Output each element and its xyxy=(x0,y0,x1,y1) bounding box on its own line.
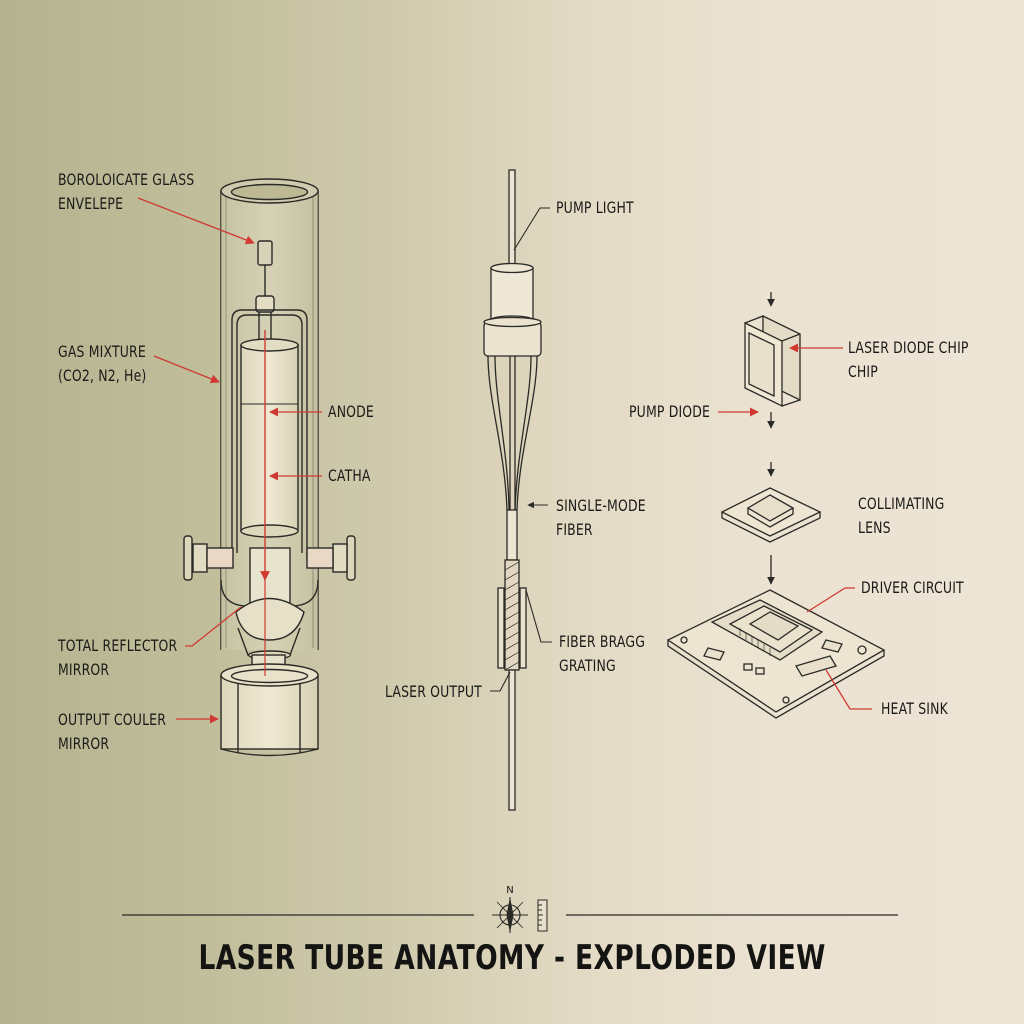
label-line: ANODE xyxy=(328,402,374,421)
label-pump-diode: PUMP DIODE xyxy=(629,400,710,424)
label-line: LENS xyxy=(858,518,891,537)
leader-total-reflector xyxy=(185,606,242,647)
label-line: MIRROR xyxy=(58,660,110,679)
label-line: PUMP DIODE xyxy=(629,402,711,421)
label-gas-mixture: GAS MIXTURE (CO2, N2, He) xyxy=(58,340,146,388)
label-fiber-bragg-grating: FIBER BRAGG GRATING xyxy=(559,630,645,678)
leader-pump-light xyxy=(513,207,550,251)
fiber-laser xyxy=(483,169,542,811)
label-line: PUMP LIGHT xyxy=(556,198,634,217)
label-total-reflector: TOTAL REFLECTOR MIRROR xyxy=(58,634,177,682)
label-line: MIRROR xyxy=(58,734,110,753)
label-line: TOTAL REFLECTOR xyxy=(58,636,178,655)
label-output-coupler: OUTPUT COULER MIRROR xyxy=(58,708,166,756)
label-line: CHIP xyxy=(848,362,878,381)
label-line: SINGLE-MODE xyxy=(556,496,646,515)
label-line: (CO2, N2, He) xyxy=(58,366,147,385)
label-line: BOROLOICATE GLASS xyxy=(58,170,195,189)
label-line: OUTPUT COULER xyxy=(58,710,167,729)
label-line: LASER OUTPUT xyxy=(385,682,482,701)
label-collimating-lens: COLLIMATING LENS xyxy=(858,492,944,540)
label-line: ENVELEPE xyxy=(58,194,124,213)
label-laser-output: LASER OUTPUT xyxy=(385,680,482,704)
compass-rose-icon xyxy=(492,897,528,933)
label-pump-light: PUMP LIGHT xyxy=(556,196,634,220)
label-driver-circuit: DRIVER CIRCUIT xyxy=(861,576,964,600)
label-line: COLLIMATING xyxy=(858,494,945,513)
leader-driver-circuit xyxy=(806,587,855,613)
label-line: GAS MIXTURE xyxy=(58,342,146,361)
label-line: LASER DIODE CHIP xyxy=(848,338,969,357)
diode-module xyxy=(666,292,886,719)
leader-heat-sink xyxy=(825,669,872,710)
diagram-title: LASER TUBE ANATOMY - EXPLODED VIEW xyxy=(0,938,1024,978)
label-line: CATHA xyxy=(328,466,371,485)
label-line: FIBER xyxy=(556,520,593,539)
leader-fiber-bragg-grating xyxy=(525,589,552,643)
diagram-title-text: LASER TUBE ANATOMY - EXPLODED VIEW xyxy=(198,938,826,978)
label-laser-diode-chip: LASER DIODE CHIP CHIP xyxy=(848,336,969,384)
label-line: GRATING xyxy=(559,656,616,675)
leader-gas-mixture xyxy=(153,355,220,384)
label-anode: ANODE xyxy=(328,400,374,424)
label-glass-envelope: BOROLOICATE GLASS ENVELEPE xyxy=(58,168,194,216)
label-single-mode-fiber: SINGLE-MODE FIBER xyxy=(556,494,646,542)
gas-laser-tube xyxy=(183,178,356,757)
label-line: DRIVER CIRCUIT xyxy=(861,578,964,597)
leader-glass-envelope xyxy=(137,197,255,245)
label-line: HEAT SINK xyxy=(881,699,948,718)
label-heat-sink: HEAT SINK xyxy=(881,697,948,721)
leader-laser-output xyxy=(490,671,511,692)
label-cathode: CATHA xyxy=(328,464,371,488)
label-line: FIBER BRAGG xyxy=(559,632,646,651)
compass-north-label: N xyxy=(506,885,513,896)
ruler-icon xyxy=(537,899,548,932)
